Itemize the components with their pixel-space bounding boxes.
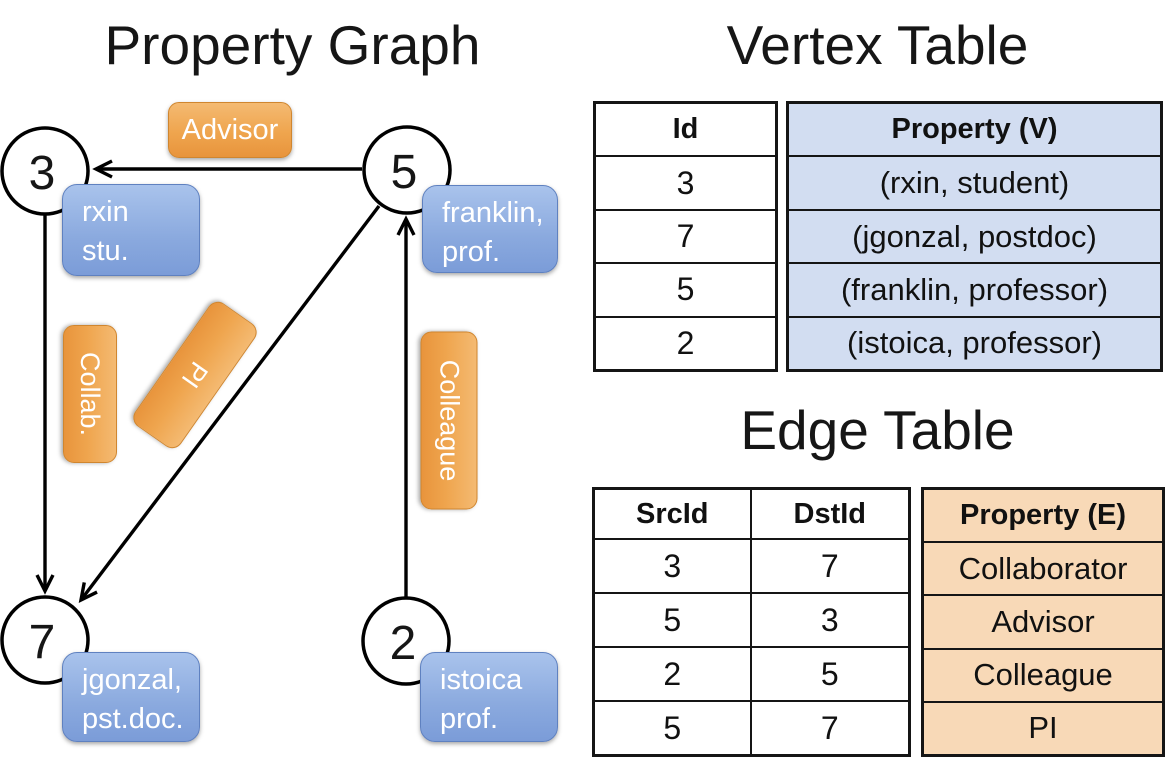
vertex-table-id-header: Id xyxy=(672,113,699,146)
vertex-table-id-cell: 5 xyxy=(596,262,775,315)
node-id-7: 7 xyxy=(29,616,56,669)
property-graph-title: Property Graph xyxy=(104,14,481,76)
node-id-2: 2 xyxy=(390,617,417,670)
edge-table-property-column: Property (E) Collaborator Advisor Collea… xyxy=(921,487,1165,757)
node-property-line: franklin, xyxy=(442,197,544,229)
vertex-table-property-column: Property (V) (rxin, student) (jgonzal, p… xyxy=(786,101,1163,372)
node-property-line: rxin xyxy=(82,196,129,228)
edge-table-dstid-cell: 7 xyxy=(751,538,908,592)
vertex-table-id-cell: 3 xyxy=(596,155,775,208)
vertex-table-id-column: Id 3 7 5 2 xyxy=(593,101,778,372)
node-property-line: prof. xyxy=(442,236,501,268)
node-property-box-3: rxin stu. xyxy=(62,184,200,276)
vertex-table-property-cell: (rxin, student) xyxy=(789,155,1160,208)
edge-table-srcid-header: SrcId xyxy=(595,490,752,538)
node-id-3: 3 xyxy=(29,147,56,200)
node-property-line: jgonzal, xyxy=(82,664,182,696)
edge-table-property-cell: Collaborator xyxy=(924,541,1162,594)
edge-arrow-pi-5-to-7 xyxy=(78,204,381,604)
edge-table-dstid-cell: 5 xyxy=(751,646,908,700)
node-property-box-7: jgonzal, pst.doc. xyxy=(62,652,200,742)
vertex-table-title: Vertex Table xyxy=(726,14,1029,76)
node-property-box-5: franklin, prof. xyxy=(422,185,558,273)
edge-table-srcid-cell: 5 xyxy=(595,700,752,754)
edge-table-property-cell: PI xyxy=(924,700,1162,754)
node-property-line: stu. xyxy=(82,235,129,267)
edge-table-srcid-cell: 3 xyxy=(595,538,752,592)
node-property-box-2: istoica prof. xyxy=(420,652,558,742)
edge-table-srcid-cell: 5 xyxy=(595,592,752,646)
edge-table-dstid-cell: 7 xyxy=(751,700,908,754)
vertex-table-property-cell: (franklin, professor) xyxy=(789,262,1160,315)
edge-table-dstid-header: DstId xyxy=(793,497,867,530)
vertex-table-id-cell: 7 xyxy=(596,208,775,262)
edge-table-dstid-cell: 3 xyxy=(751,592,908,646)
edge-label-advisor: Advisor xyxy=(168,102,292,158)
edge-label-collab: Collab. xyxy=(63,325,117,463)
edge-table-property-header: Property (E) xyxy=(960,499,1126,532)
vertex-table-property-cell: (jgonzal, postdoc) xyxy=(789,208,1160,262)
edge-table-src-dst-columns: SrcId DstId 3 7 5 3 2 5 5 7 xyxy=(592,487,911,757)
node-property-line: pst.doc. xyxy=(82,703,184,735)
edge-table-property-cell: Colleague xyxy=(924,647,1162,701)
vertex-table-property-cell: (istoica, professor) xyxy=(789,315,1160,369)
node-property-line: istoica xyxy=(440,664,523,696)
vertex-table-id-cell: 2 xyxy=(596,315,775,369)
node-property-line: prof. xyxy=(440,703,499,735)
node-id-5: 5 xyxy=(391,146,418,199)
edge-table-property-cell: Advisor xyxy=(924,594,1162,647)
edge-table-srcid-cell: 2 xyxy=(595,646,752,700)
vertex-table-property-header: Property (V) xyxy=(891,113,1058,146)
edge-label-colleague: Colleague xyxy=(420,331,478,510)
edge-table-title: Edge Table xyxy=(740,399,1015,461)
